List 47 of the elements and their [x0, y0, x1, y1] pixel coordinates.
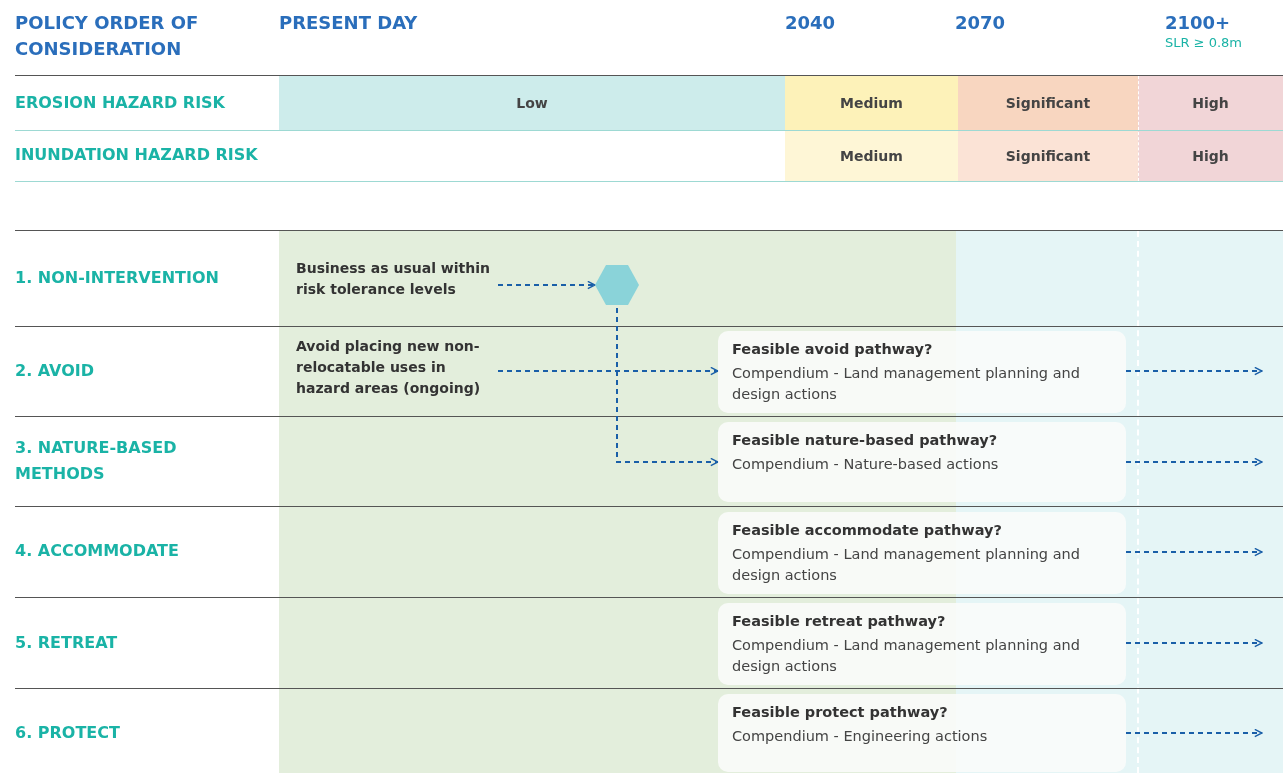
column-heading: 2040: [785, 11, 837, 35]
pathway-card: [718, 331, 1126, 413]
pathway-card: [718, 694, 1126, 772]
row-heading: 3. NATURE-BASED METHODS: [15, 437, 178, 485]
pathway-question: Feasible protect pathway?: [732, 703, 949, 722]
risk-level-cell: Low: [279, 76, 785, 130]
row-heading: EROSION HAZARD RISK: [15, 92, 226, 114]
dotted-arrow: [1125, 728, 1263, 738]
dotted-arrow: [616, 307, 719, 467]
column-heading: PRESENT DAY: [279, 11, 419, 35]
dotted-arrow: [1125, 366, 1263, 376]
pathway-question: Feasible nature-based pathway?: [732, 431, 999, 450]
pathway-description: Compendium - Nature-based actions: [732, 455, 1000, 474]
risk-level-cell: Significant: [958, 131, 1138, 181]
pathway-question: Feasible retreat pathway?: [732, 612, 947, 631]
pathway-card: [718, 512, 1126, 594]
column-heading: 2100+: [1165, 11, 1232, 35]
pathway-description: Compendium - Land management planning and design actions: [732, 636, 1081, 676]
row-heading: 6. PROTECT: [15, 722, 121, 744]
pathway-description: Compendium - Land management planning and design actions: [732, 364, 1081, 404]
note-text: Avoid placing new non-relocatable uses in hazard areas (ongoing): [296, 336, 496, 402]
dotted-arrow: [1125, 638, 1263, 648]
risk-level-cell: High: [1138, 76, 1283, 130]
pathway-card: [718, 603, 1126, 685]
risk-level-cell: Medium: [785, 76, 958, 130]
dotted-arrow: [497, 366, 719, 376]
hexagon-node: [595, 265, 639, 305]
row-heading: 1. NON-INTERVENTION: [15, 267, 220, 289]
pathway-card: [718, 422, 1126, 502]
row-heading: 4. ACCOMMODATE: [15, 540, 180, 562]
pathway-description: Compendium - Land management planning and design actions: [732, 545, 1081, 585]
note-text: Business as usual within risk tolerance levels: [296, 258, 496, 302]
pathway-question: Feasible avoid pathway?: [732, 340, 934, 359]
column-heading: 2070: [955, 11, 1007, 35]
row-heading: INUNDATION HAZARD RISK: [15, 144, 259, 166]
dotted-arrow: [497, 280, 596, 290]
pathway-question: Feasible accommodate pathway?: [732, 521, 1003, 540]
row-heading: 2. AVOID: [15, 360, 95, 382]
risk-level-cell: Significant: [958, 76, 1138, 130]
risk-level-cell: Medium: [785, 131, 958, 181]
pathway-description: Compendium - Engineering actions: [732, 727, 989, 746]
dotted-arrow: [1125, 547, 1263, 557]
row-heading: 5. RETREAT: [15, 632, 119, 654]
sea-level-note: SLR ≥ 0.8m: [1165, 34, 1244, 52]
column-heading: POLICY ORDER OF CONSIDERATION: [15, 11, 200, 61]
dotted-arrow: [1125, 457, 1263, 467]
risk-level-cell: High: [1138, 131, 1283, 181]
